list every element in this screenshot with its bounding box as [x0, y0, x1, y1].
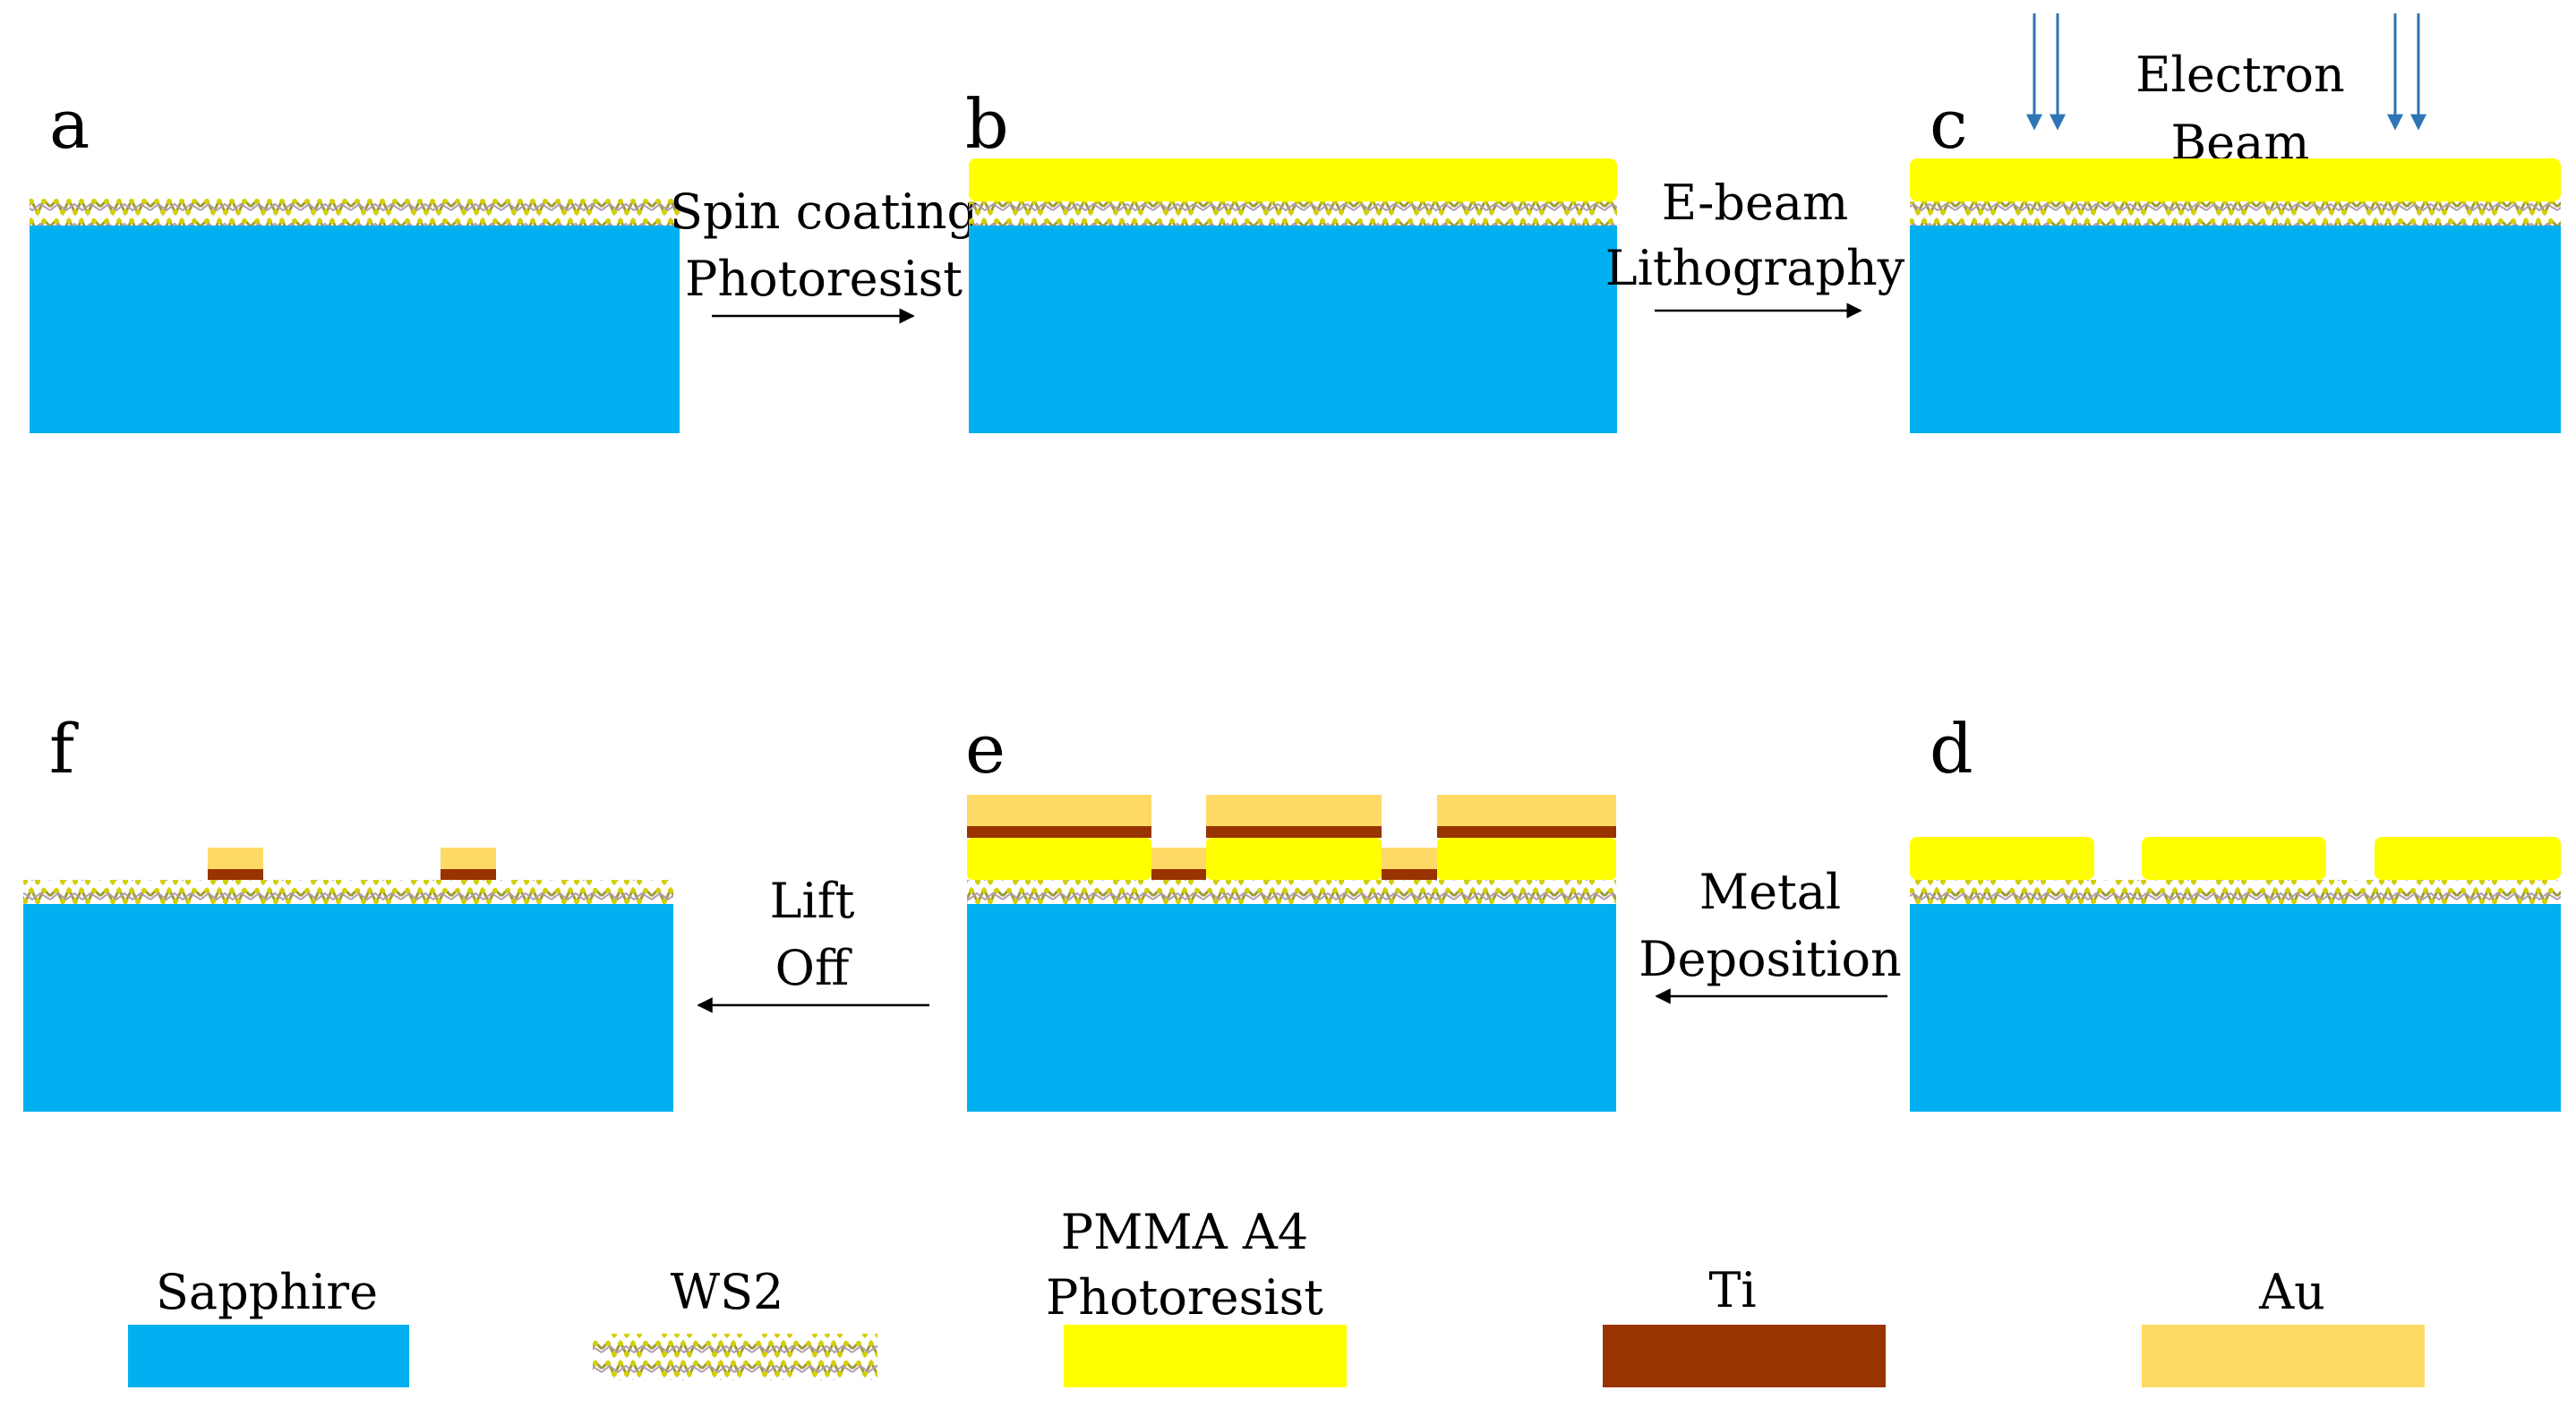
ws2-layer [23, 880, 673, 904]
ti-contact [208, 869, 263, 880]
au-layer [967, 795, 1151, 826]
step-label-ebeam-line1: E-beam [1662, 175, 1849, 231]
step-label-metal-line2: Deposition [1639, 931, 1902, 987]
panel-label-c: c [1930, 84, 1968, 164]
legend-label-au: Au [2258, 1264, 2325, 1320]
sapphire-substrate [967, 904, 1616, 1112]
step-metal-deposition: Metal Deposition [1639, 864, 1902, 1004]
sapphire-substrate [30, 226, 680, 433]
sapphire-substrate [969, 226, 1617, 433]
photoresist-block [1206, 838, 1382, 880]
legend-label-pmma-line1: PMMA A4 [1061, 1204, 1308, 1260]
panel-c: c Electron Beam [1910, 13, 2561, 433]
legend-item-ws2: WS2 [593, 1264, 877, 1380]
ws2-layer [30, 199, 680, 226]
panel-d: d [1910, 709, 2561, 1112]
ws2-layer [967, 880, 1616, 904]
legend-label-pmma-line2: Photoresist [1046, 1269, 1323, 1326]
panel-label-b: b [965, 84, 1009, 164]
au-contact [1151, 848, 1206, 869]
step-ebeam-lithography: E-beam Lithography [1605, 175, 1905, 319]
au-contact [208, 848, 263, 869]
legend-item-ti: Ti [1603, 1262, 1886, 1387]
photoresist-block [967, 838, 1151, 880]
panel-label-a: a [49, 84, 90, 164]
ws2-layer [1910, 880, 2561, 904]
ws2-layer [969, 201, 1617, 226]
legend-label-sapphire: Sapphire [156, 1264, 378, 1320]
legend-label-ti: Ti [1708, 1262, 1756, 1318]
legend-swatch-ws2 [593, 1334, 877, 1380]
panel-label-e: e [965, 709, 1006, 789]
panel-f: f [23, 709, 673, 1112]
legend-swatch-au [2142, 1325, 2425, 1387]
legend-swatch-photoresist [1064, 1325, 1347, 1387]
electron-beam-label-line1: Electron [2135, 47, 2345, 103]
panel-label-f: f [49, 709, 79, 789]
photoresist-block [1910, 837, 2094, 880]
panel-label-d: d [1930, 709, 1973, 789]
ti-contact [441, 869, 496, 880]
sapphire-substrate [1910, 226, 2561, 433]
sapphire-substrate [1910, 904, 2561, 1112]
legend-swatch-ti [1603, 1325, 1886, 1387]
ti-contact [1382, 869, 1437, 880]
panel-a: a [30, 84, 680, 433]
ti-layer [1206, 826, 1382, 838]
photoresist-layer [1910, 158, 2561, 201]
panel-e: e [965, 709, 1616, 1112]
legend-item-pmma: PMMA A4 Photoresist [1046, 1204, 1347, 1387]
step-spin-coating: Spin coating Photoresist [670, 183, 978, 324]
legend-label-ws2: WS2 [671, 1264, 784, 1320]
ti-layer [1437, 826, 1616, 838]
legend-swatch-sapphire [128, 1325, 409, 1387]
electron-beam-arrows [2026, 13, 2426, 131]
au-contact [441, 848, 496, 869]
step-lift-off: Lift Off [697, 873, 929, 1013]
photoresist-block [2375, 837, 2561, 880]
panel-b: b [965, 84, 1617, 433]
au-layer [1437, 795, 1616, 826]
photoresist-block [2142, 837, 2326, 880]
photoresist-layer [969, 158, 1617, 201]
sapphire-substrate [23, 904, 673, 1112]
ti-contact [1151, 869, 1206, 880]
legend-item-sapphire: Sapphire [128, 1264, 409, 1387]
ws2-layer [1910, 201, 2561, 226]
step-label-spin-line1: Spin coating [670, 183, 978, 240]
step-label-metal-line1: Metal [1699, 864, 1841, 920]
photoresist-block [1437, 838, 1616, 880]
step-label-spin-line2: Photoresist [685, 251, 963, 307]
ti-layer [967, 826, 1151, 838]
step-label-lift-line2: Off [775, 940, 852, 996]
au-contact [1382, 848, 1437, 869]
legend-item-au: Au [2142, 1264, 2425, 1387]
au-layer [1206, 795, 1382, 826]
legend: Sapphire WS2 PMMA A4 Photoresist Ti Au [128, 1204, 2425, 1387]
step-label-lift-line1: Lift [770, 873, 855, 929]
step-label-ebeam-line2: Lithography [1605, 240, 1905, 296]
